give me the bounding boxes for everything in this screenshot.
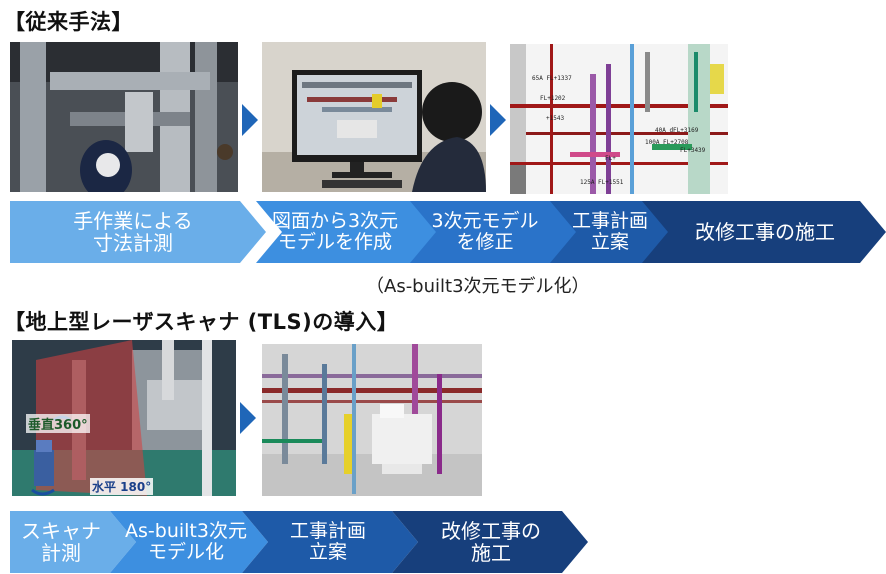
section-heading-tls: 【地上型レーザスキャナ (TLS)の導入】: [4, 310, 399, 334]
step-create-3d-model: 図面から3次元 モデルを作成: [271, 209, 399, 253]
as-built-caption: （As-built3次元モデル化）: [366, 276, 590, 297]
process-flow-conventional: 手作業による 寸法計測 図面から3次元 モデルを作成 3次元モデル を修正 工事…: [10, 201, 886, 263]
drawing-label: 100A FL+2708: [645, 139, 689, 146]
photo-modeling-at-computer: [262, 42, 486, 192]
process-step-chevron: [392, 511, 588, 573]
drawing-label: FL+3439: [680, 147, 706, 154]
section-heading-conventional: 【従来手法】: [4, 10, 133, 34]
step-scanner-measurement: スキャナ 計測: [21, 518, 101, 565]
step-renovation-work: 改修工事の施工: [695, 219, 835, 244]
step-manual-measurement: 手作業による 寸法計測: [73, 208, 193, 255]
arrow-right-icon: [242, 104, 258, 136]
drawing-label: +1543: [546, 115, 564, 122]
process-step-chevron: [242, 511, 418, 573]
drawing-label: FL+: [605, 155, 616, 162]
photo-laser-scanner: 垂直360° 水平 180°: [12, 340, 236, 496]
step-construction-planning: 工事計画 立案: [571, 209, 648, 253]
step-as-built-modeling: As-built3次元 モデル化: [125, 519, 247, 563]
drawing-label: FL+1202: [540, 95, 566, 102]
drawing-label: 65A FL+1337: [532, 75, 572, 82]
photo-manual-measurement: [10, 42, 238, 192]
arrow-right-icon: [490, 104, 506, 136]
horizontal-180-label: 水平 180°: [90, 478, 154, 495]
photo-3d-point-cloud-model: [262, 344, 482, 496]
step-revise-3d-model: 3次元モデル を修正: [431, 209, 539, 253]
piping-drawing-image: 65A FL+1337 FL+1202 +1543 40A dFL+3169 1…: [510, 44, 728, 194]
drawing-label: 125A FL+1551: [580, 179, 624, 186]
vertical-360-label: 垂直360°: [26, 414, 90, 433]
process-step-chevron: [110, 511, 268, 573]
drawing-label: 40A dFL+3169: [655, 127, 699, 134]
step-construction-planning: 工事計画 立案: [289, 519, 366, 563]
process-step-chevron: [10, 201, 266, 263]
process-step-chevron: [10, 511, 136, 573]
process-flow-tls: スキャナ 計測 As-built3次元 モデル化 工事計画 立案 改修工事の 施…: [10, 511, 590, 573]
process-step-chevron: [256, 201, 438, 263]
process-step-chevron: [642, 201, 886, 263]
process-step-chevron: [410, 201, 578, 263]
step-renovation-work: 改修工事の 施工: [441, 518, 541, 565]
arrow-right-icon: [240, 402, 256, 434]
